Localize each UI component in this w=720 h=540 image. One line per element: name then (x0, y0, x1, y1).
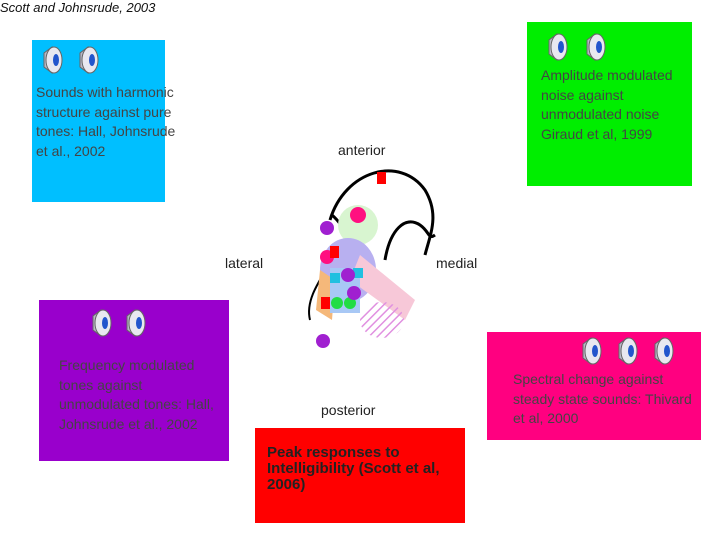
speaker-icon (541, 30, 575, 64)
posterior-label: posterior (321, 402, 376, 418)
lateral-label: lateral (225, 255, 264, 271)
peak-box: Peak responses to Intelligibility (Scott… (255, 428, 465, 523)
speaker-icon (36, 43, 70, 77)
harmonic-box: Sounds with harmonic structure against p… (32, 40, 175, 202)
medial-label: medial (436, 255, 478, 271)
speaker-icon (85, 306, 119, 340)
speaker-icon (647, 334, 681, 368)
speaker-icon (119, 306, 153, 340)
peak-text: Peak responses to Intelligibility (Scott… (267, 444, 440, 493)
speaker-icon (579, 30, 613, 64)
speaker-icon (72, 43, 106, 77)
frequency-box: Frequency modulated tones against unmodu… (39, 300, 229, 461)
frequency-text: Frequency modulated tones against unmodu… (59, 357, 214, 432)
spectral-box: Spectral change against steady state sou… (487, 332, 701, 440)
brain-diagram (308, 169, 436, 348)
spectral-text: Spectral change against steady state sou… (513, 371, 692, 426)
speaker-icon (611, 334, 645, 368)
speaker-icon (575, 334, 609, 368)
harmonic-text: Sounds with harmonic structure against p… (36, 84, 176, 159)
anterior-label: anterior (338, 142, 386, 158)
amplitude-box: Amplitude modulated noise against unmodu… (527, 22, 692, 186)
citation: Scott and Johnsrude, 2003 (0, 0, 156, 15)
amplitude-text: Amplitude modulated noise against unmodu… (541, 67, 673, 142)
